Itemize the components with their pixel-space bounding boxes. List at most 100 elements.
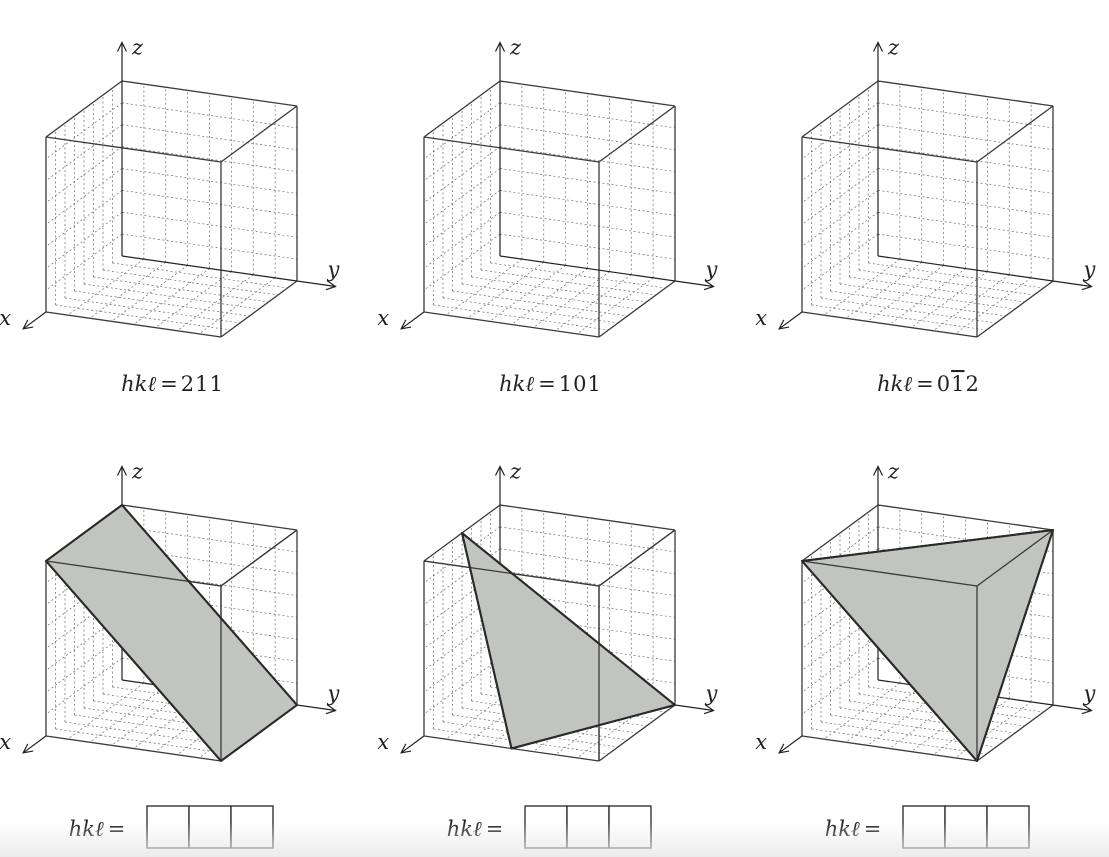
crystal-plane	[461, 532, 676, 750]
x-axis	[778, 735, 803, 754]
hkl-answer-box[interactable]	[566, 805, 610, 849]
miller-index-digit: 0	[573, 372, 586, 396]
x-axis-label: x	[755, 730, 767, 754]
x-axis-label: x	[755, 306, 767, 330]
cube-edge	[45, 311, 222, 338]
y-axis-label: y	[705, 682, 719, 706]
hkl-answer-box[interactable]	[146, 805, 190, 849]
plane-outline	[461, 532, 676, 750]
hkl-answer-box[interactable]	[524, 805, 568, 849]
x-arrow-icon	[22, 319, 34, 330]
hkl-answer-box[interactable]	[608, 805, 652, 849]
y-axis	[877, 255, 1092, 288]
hkl-symbol: hkℓ	[877, 372, 912, 396]
z-axis-label: z	[509, 36, 522, 60]
x-axis-label: x	[377, 306, 389, 330]
cube-edge-front	[976, 529, 1054, 587]
x-axis	[22, 311, 47, 330]
hkl-symbol: hkℓ	[69, 817, 104, 841]
y-axis-label: y	[327, 682, 341, 706]
hkl-answer-box[interactable]	[188, 805, 232, 849]
cube-edge-front	[801, 560, 978, 587]
miller-index-digit: 1	[195, 372, 208, 396]
cube-edge	[45, 80, 123, 138]
z-arrow-icon	[116, 41, 128, 52]
y-arrow-icon	[325, 704, 337, 715]
plane-outline	[801, 529, 1054, 762]
y-axis-label: y	[1083, 682, 1097, 706]
hkl-answer-box[interactable]	[986, 805, 1030, 849]
x-axis	[400, 735, 425, 754]
dotted-grid	[423, 84, 676, 335]
hkl-answer-box[interactable]	[944, 805, 988, 849]
axes: zyx	[377, 36, 718, 330]
miller-index-digit: 1	[587, 372, 600, 396]
miller-index-digit: 2	[965, 372, 978, 396]
cube-edge	[598, 704, 676, 762]
dotted-grid	[801, 84, 1054, 335]
dotted-grid	[45, 84, 298, 335]
x-axis-label: x	[0, 730, 11, 754]
y-arrow-icon	[1081, 280, 1093, 291]
hkl-caption: hkℓ=012	[877, 372, 979, 396]
cube-edge	[976, 704, 1054, 762]
cube-plane-a: z y x	[0, 460, 341, 762]
cube-edge-front	[220, 529, 298, 587]
cube-edge	[801, 735, 978, 762]
cube-edge	[976, 105, 1054, 163]
cube-edge	[801, 136, 978, 163]
cube-edge	[423, 136, 600, 163]
y-arrow-icon	[703, 280, 715, 291]
cube-edges	[423, 80, 676, 338]
miller-index-digit: 1	[559, 372, 572, 396]
y-axis-label: y	[1083, 258, 1097, 282]
z-arrow-icon	[494, 41, 506, 52]
cube-edge	[976, 280, 1054, 338]
z-axis-label: z	[887, 460, 900, 484]
y-arrow-icon	[325, 280, 337, 291]
cube-edge	[121, 504, 298, 531]
x-axis-label: x	[377, 730, 389, 754]
cube-cube-101: zyx	[377, 36, 719, 338]
y-axis	[121, 255, 336, 288]
cube-edges	[801, 80, 1054, 338]
hkl-caption: hkℓ=211	[121, 372, 223, 396]
hkl-symbol: hkℓ	[499, 372, 534, 396]
x-arrow-icon	[778, 743, 790, 754]
y-axis-label: y	[327, 258, 341, 282]
hkl-answer-caption: hkℓ=	[69, 817, 126, 841]
hkl-caption: hkℓ=101	[499, 372, 601, 396]
axes: zyx	[0, 36, 341, 330]
x-arrow-icon	[400, 743, 412, 754]
z-axis-label: z	[887, 36, 900, 60]
hkl-answer-box[interactable]	[230, 805, 274, 849]
z-arrow-icon	[116, 465, 128, 476]
cube-edge	[801, 504, 879, 562]
miller-index-digit: 2	[181, 372, 194, 396]
x-axis-label: x	[0, 306, 11, 330]
x-axis	[400, 311, 425, 330]
plane-outline	[45, 504, 298, 762]
miller-index-digit: 1	[209, 372, 222, 396]
miller-index-digit: 0	[937, 372, 950, 396]
cube-edge	[499, 504, 676, 531]
z-arrow-icon	[872, 465, 884, 476]
x-arrow-icon	[22, 743, 34, 754]
hkl-symbol: hkℓ	[825, 817, 860, 841]
cube-edge-front	[598, 529, 676, 587]
equals-sign: =	[486, 817, 504, 841]
equals-sign: =	[108, 817, 126, 841]
cube-edge	[598, 105, 676, 163]
equals-sign: =	[916, 372, 934, 396]
hkl-symbol: hkℓ	[447, 817, 482, 841]
hkl-answer-box[interactable]	[902, 805, 946, 849]
z-axis-label: z	[131, 460, 144, 484]
equals-sign: =	[864, 817, 882, 841]
x-axis	[778, 311, 803, 330]
cube-edges	[45, 80, 298, 338]
z-arrow-icon	[494, 465, 506, 476]
hkl-answer-caption: hkℓ=	[825, 817, 882, 841]
cube-edge	[220, 105, 298, 163]
cube-edge	[877, 80, 1054, 107]
